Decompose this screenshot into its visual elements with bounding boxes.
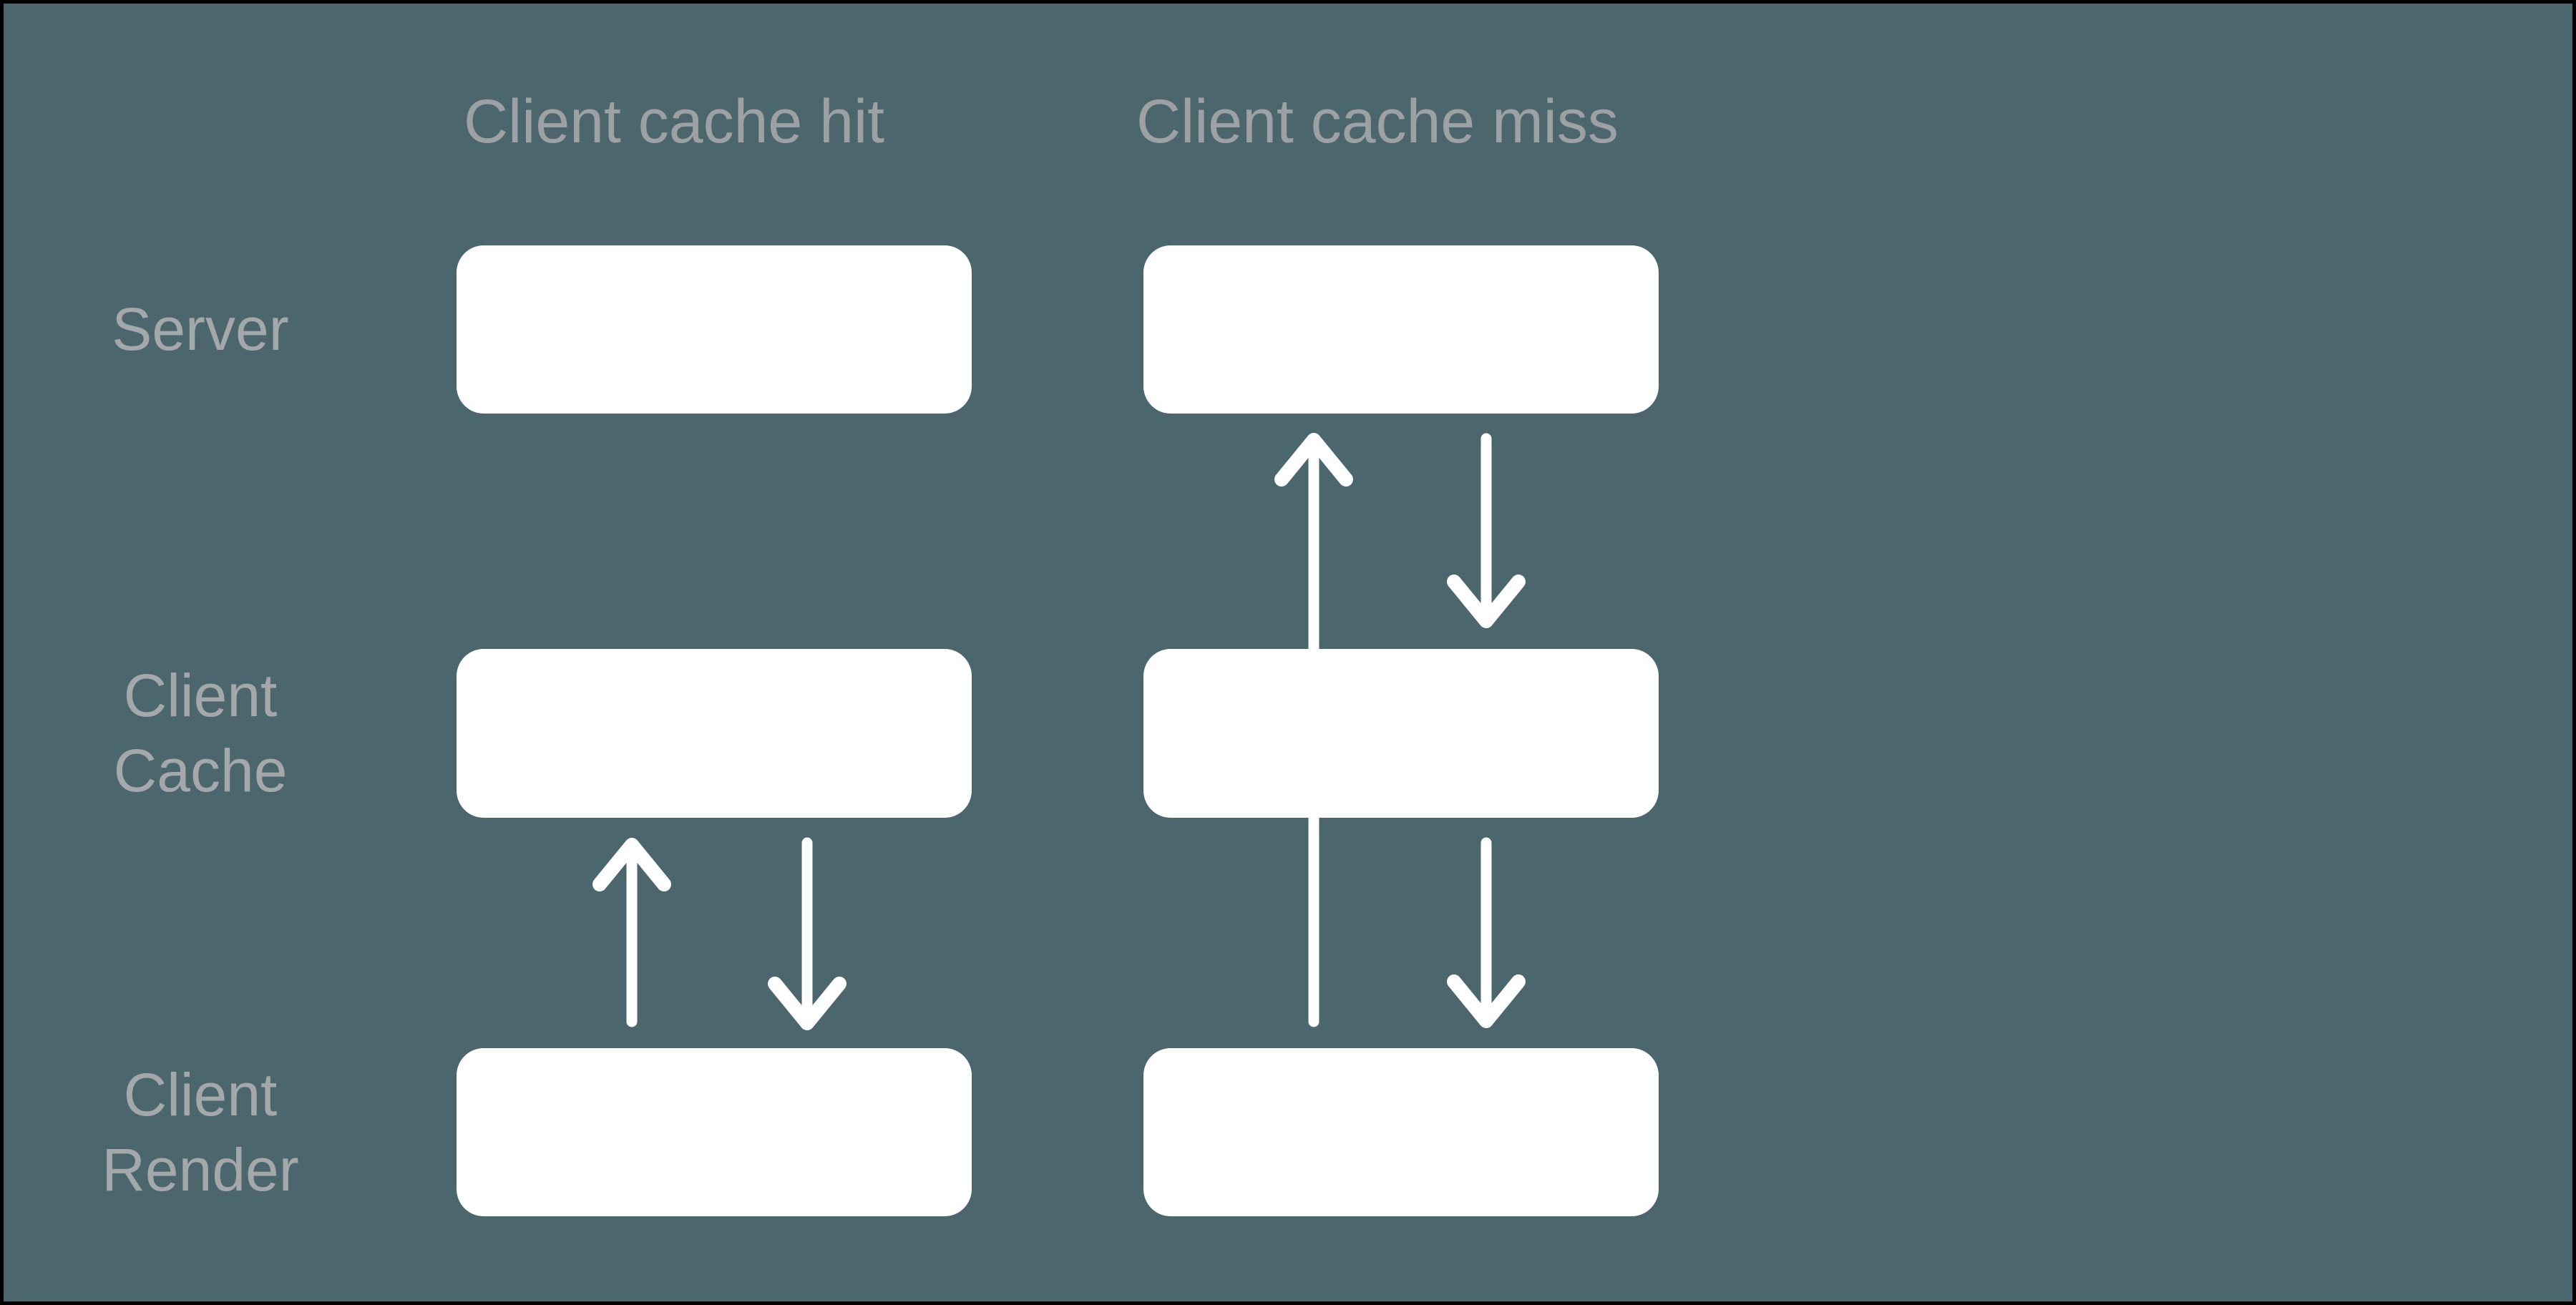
arrow-hit-cache-to-render-down-icon bbox=[768, 837, 847, 1030]
row-label-client-cache: Client Cache bbox=[113, 662, 288, 804]
row-label-server: Server bbox=[112, 295, 289, 363]
column-header-cache-hit: Client cache hit bbox=[464, 87, 884, 156]
arrow-miss-cache-to-render-down-icon bbox=[1447, 837, 1526, 1028]
box-miss-client-render bbox=[1143, 1048, 1659, 1216]
arrow-miss-server-to-cache-down-icon bbox=[1447, 433, 1526, 628]
row-label-client-render: Client Render bbox=[102, 1060, 299, 1203]
arrow-hit-render-to-cache-up-icon bbox=[592, 838, 671, 1027]
box-miss-client-cache bbox=[1143, 649, 1659, 818]
column-header-cache-miss: Client cache miss bbox=[1136, 87, 1619, 156]
box-hit-server bbox=[457, 245, 972, 414]
box-hit-client-cache bbox=[457, 649, 972, 818]
box-hit-client-render bbox=[457, 1048, 972, 1216]
box-miss-server bbox=[1143, 245, 1659, 414]
